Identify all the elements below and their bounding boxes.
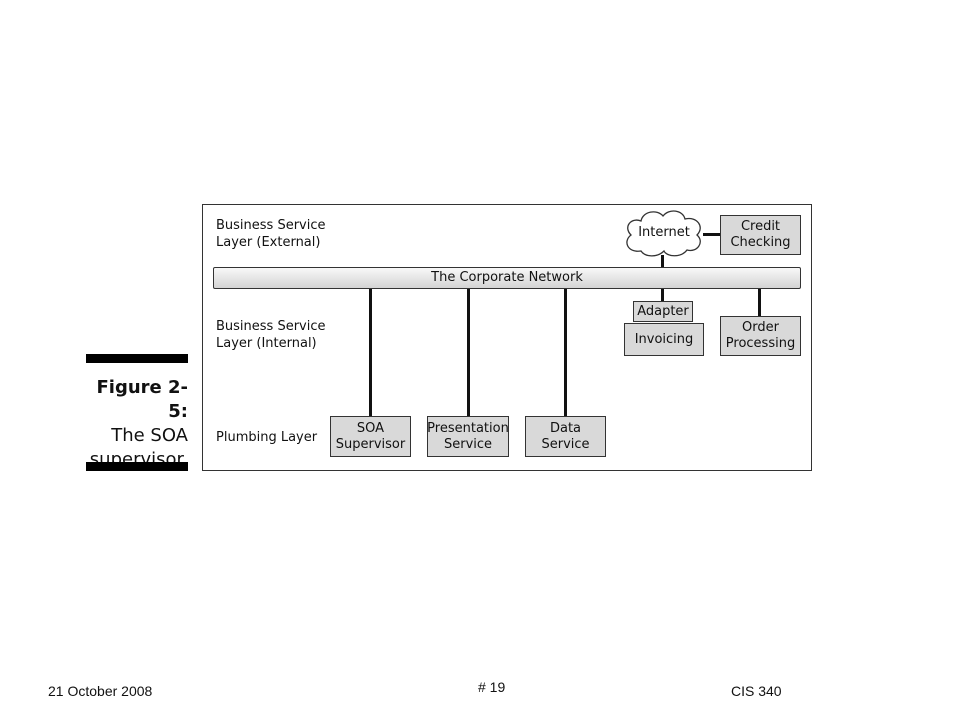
corporate-network-bar: The Corporate Network <box>213 267 801 289</box>
connector-soa <box>369 288 372 416</box>
connector-presentation <box>467 288 470 416</box>
figure-label: Figure 2-5: <box>96 377 188 422</box>
figure-caption: Figure 2-5: The SOA supervisor. <box>86 376 188 472</box>
adapter-box: Adapter <box>633 301 693 322</box>
connector-order <box>758 288 761 316</box>
layer-label-plumbing: Plumbing Layer <box>216 430 318 445</box>
connector-adapter <box>661 288 664 301</box>
footer-date: 21 October 2008 <box>48 683 153 699</box>
soa-diagram: Business Service Layer (External) Busine… <box>202 204 812 471</box>
credit-checking-box: Credit Checking <box>720 215 801 255</box>
caption-bar-bottom <box>86 462 188 471</box>
caption-bar-top <box>86 354 188 363</box>
connector-data <box>564 288 567 416</box>
internet-cloud-icon <box>626 210 701 257</box>
connector-internet <box>661 255 664 268</box>
data-service-box: Data Service <box>525 416 606 457</box>
connector-credit <box>703 233 720 236</box>
presentation-service-box: Presentation Service <box>427 416 509 457</box>
invoicing-box: Invoicing <box>624 323 704 356</box>
footer-course: CIS 340 <box>731 683 782 699</box>
footer-page-number: # 19 <box>478 679 506 695</box>
layer-label-external: Business Service Layer (External) <box>216 218 326 250</box>
soa-supervisor-box: SOA Supervisor <box>330 416 411 457</box>
internet-label: Internet <box>638 225 690 240</box>
order-processing-box: Order Processing <box>720 316 801 356</box>
layer-label-internal: Business Service Layer (Internal) <box>216 319 326 351</box>
